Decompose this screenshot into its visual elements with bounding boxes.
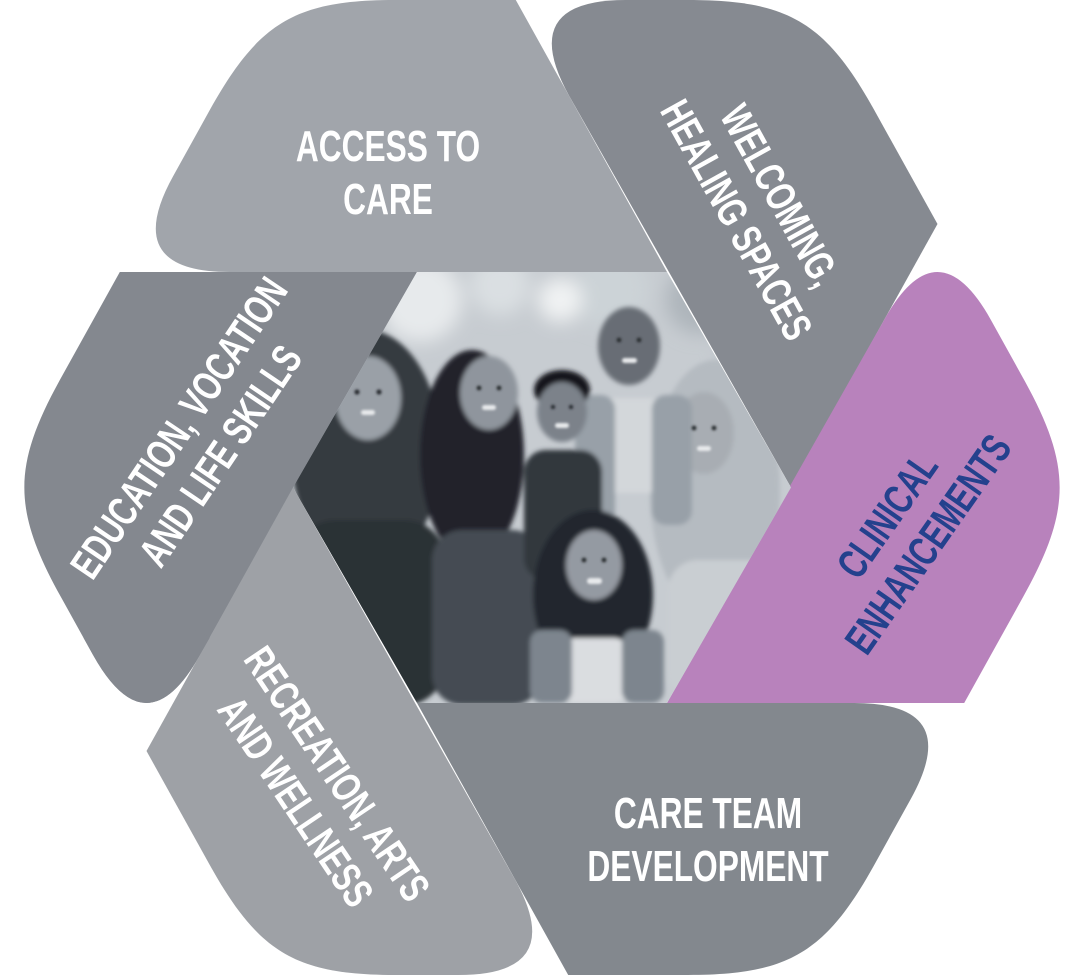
segment-education-vocation-life-skills	[24, 272, 417, 703]
segments-ring	[24, 0, 1060, 975]
segment-clinical-enhancements	[667, 272, 1060, 703]
segment-recreation-arts-wellness	[146, 487, 533, 975]
segment-welcoming-healing-spaces	[551, 0, 938, 488]
segment-care-team-development	[417, 703, 929, 975]
family-photo	[293, 272, 791, 703]
segment-access-to-care	[155, 0, 667, 272]
photo-face-details	[354, 337, 717, 584]
